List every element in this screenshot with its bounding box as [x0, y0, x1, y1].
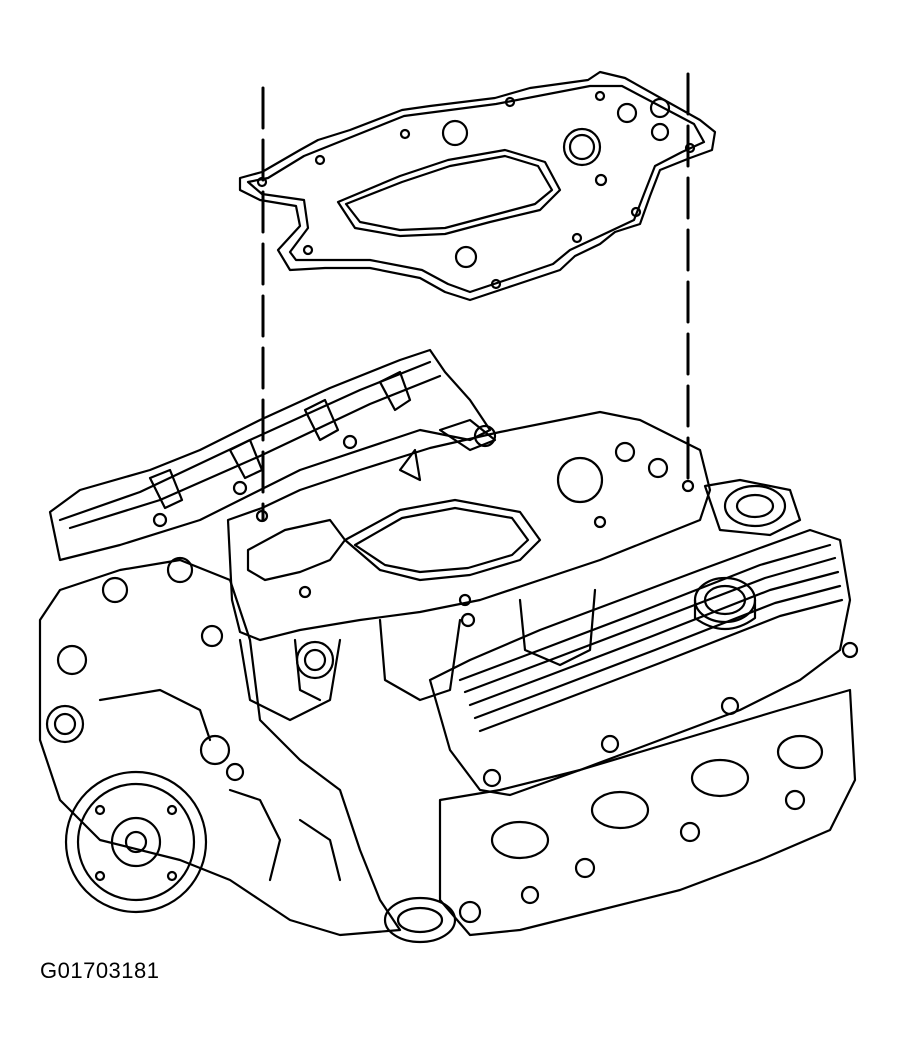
lower-intake-manifold: [200, 410, 712, 722]
right-valve-cover: [428, 478, 859, 797]
left-valve-cover: [48, 348, 492, 562]
cylinder-head: [438, 688, 857, 937]
intake-manifold-gasket: [238, 70, 717, 302]
figure-id-label: G01703181: [40, 958, 160, 983]
engine-block-front: [38, 556, 457, 944]
